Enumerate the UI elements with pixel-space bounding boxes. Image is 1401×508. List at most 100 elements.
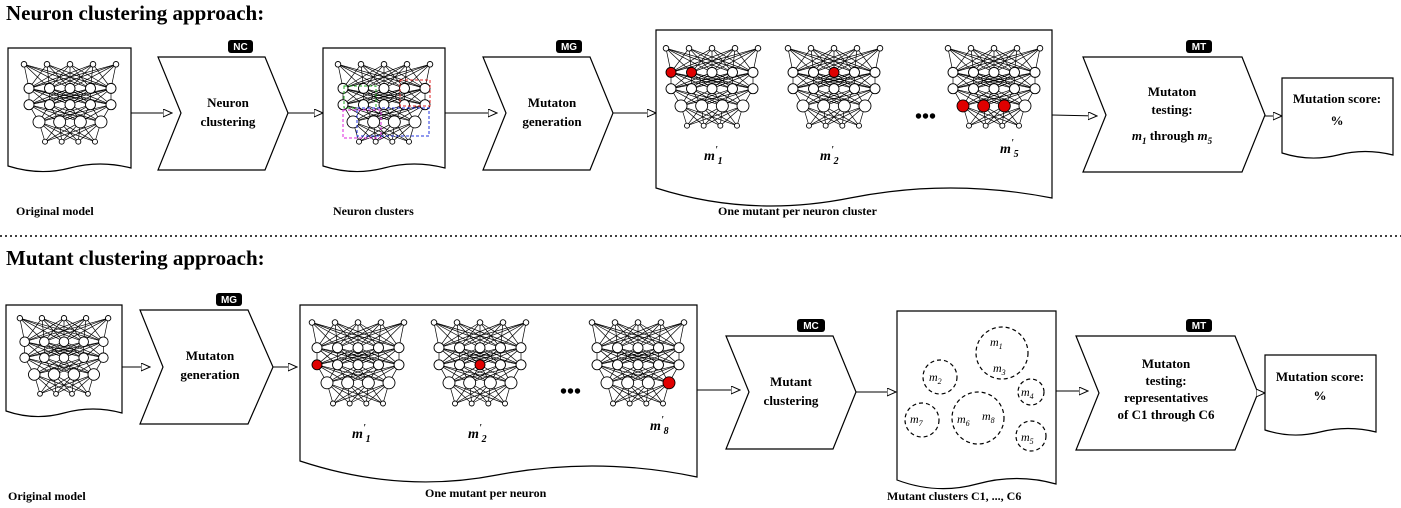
neuron [60,315,68,322]
network-edge [469,382,506,404]
network-edge [1014,48,1041,73]
neuron [463,376,477,390]
neuron [502,400,508,407]
mutated-neuron [662,376,676,390]
network-edge [63,341,104,359]
network-edge [637,322,680,348]
neuron [715,99,729,113]
mutated-neuron [474,359,486,371]
network-edge [326,364,379,384]
network-edge [808,105,845,127]
network-mutant-5-top [944,45,1044,129]
neuron [982,122,989,129]
neuron [331,319,339,326]
neuron-clusters-caption: Neuron clusters [333,204,414,218]
network-edge [342,88,385,106]
network-edge [61,121,102,143]
network-edge [833,48,858,73]
mutated-neuron [828,66,840,78]
neuron [69,390,75,397]
neuron [876,45,884,52]
network-edge [665,48,692,73]
network-edge [614,322,639,348]
network-edge [360,64,385,89]
network-edge [357,347,400,366]
network-edge [680,88,754,107]
neuron [58,352,70,363]
neuron [828,83,840,95]
network-edge [24,341,65,359]
network-edge [316,347,400,366]
network-edge [833,47,876,73]
network-edge [968,105,1005,127]
network-edge [962,105,1003,127]
neuron [495,342,506,354]
neuron [632,359,644,371]
neuron [352,359,364,371]
network-edge [802,105,843,127]
mg-tag-top: MG [561,42,577,53]
network-edge [38,104,112,123]
network-edge [448,364,501,384]
network-edge [617,347,680,366]
network-edge [53,374,89,395]
neuron [454,342,465,354]
network-edge [49,88,112,106]
network-edge [810,47,855,73]
neuron [611,319,619,326]
network-edge [479,347,522,366]
neuron [105,315,112,322]
network-edge [596,322,662,349]
network-edge [792,72,855,90]
network-edge [438,322,527,349]
network-edge [456,322,522,349]
network-edge [596,322,639,348]
neuron [380,61,388,68]
neuron [483,376,497,390]
network-edge [53,357,104,375]
network-mutant-1-bottom [308,319,408,407]
network-edge [688,47,754,73]
network-edge [983,105,1020,127]
network-edge [311,322,400,349]
network-edge [627,364,680,384]
network-edge [19,317,45,342]
network-edge [347,382,384,404]
network-edge [479,322,504,348]
network-edge [591,322,680,349]
neuron [58,336,70,347]
network-edge [378,322,405,348]
neuron [20,61,28,68]
network-edge [55,374,94,395]
neuron [341,376,355,390]
mutated-neuron [665,66,677,78]
network-edge [993,72,1036,90]
neuron [708,45,716,52]
network-edge [454,382,512,404]
mg-label-line1-top: Mutaton [528,95,577,110]
network-edge [363,88,426,106]
neuron [968,83,979,95]
mc-tag: MC [803,321,819,332]
cluster-label-m6: m6 [957,412,970,428]
cluster-label-m7: m7 [910,412,924,428]
network-edge [596,322,685,349]
neuron [634,319,642,326]
neuron [808,66,819,78]
mt-tag-top: MT [1192,42,1206,53]
mutant-clusters-caption: Mutant clusters C1, ..., C6 [887,489,1021,503]
neuron [684,122,690,129]
cluster-circle-3 [1017,378,1045,406]
network-edge [952,72,995,90]
network-edge [373,121,410,143]
network-edge [24,317,65,343]
network-edge [334,322,400,349]
network-edge [823,88,876,107]
network-edge [63,317,109,343]
network-edge [686,105,723,127]
network-edge [383,64,408,89]
neuron [849,83,860,95]
network-edge [438,322,481,348]
mutant-label-2-top: m'2 [820,145,839,167]
mt-label-line1-top: Mutaton [1148,84,1197,99]
